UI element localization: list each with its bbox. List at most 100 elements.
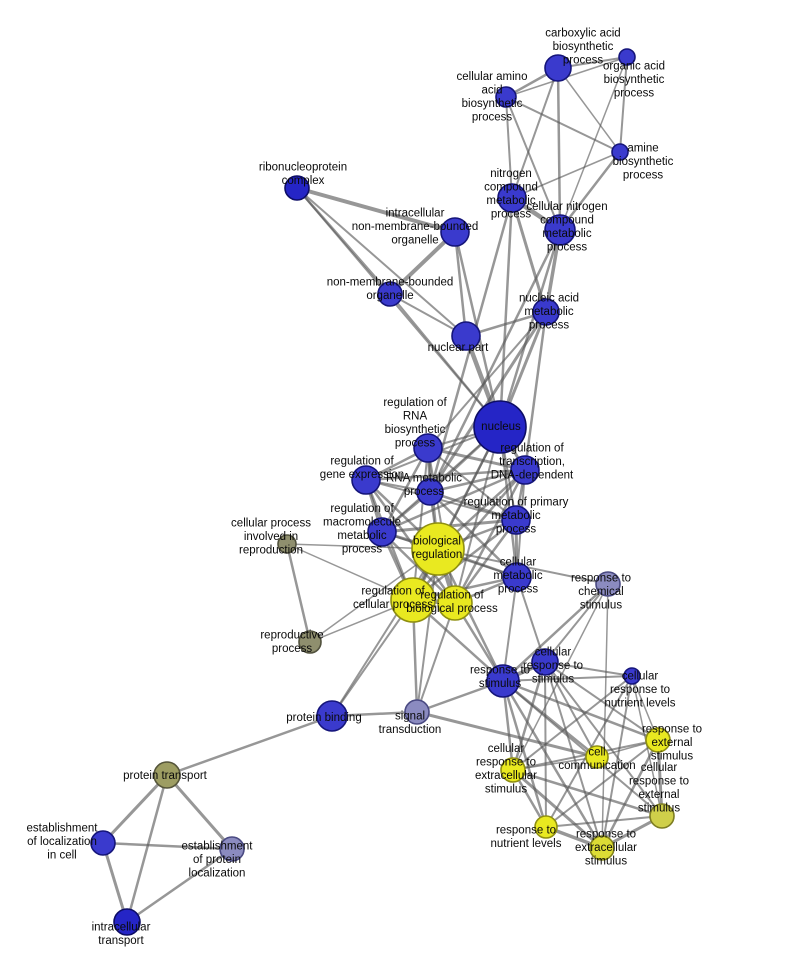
edge-amino-acid-biosynthesis--cellular-nitrogen-metab [505,96,561,231]
node-intracellular-transport[interactable] [113,908,141,936]
node-label-amine-biosynthesis: biosynthetic [613,156,674,168]
node-carboxylic-acid-biosynthesis[interactable] [544,54,572,82]
node-cellular-response-extracellular[interactable] [500,757,526,783]
node-cellular-nitrogen-metab[interactable] [544,214,576,246]
node-cell-process-reproduction[interactable] [277,534,297,554]
node-label-nitrogen-compound-metab: nitrogen [490,168,532,180]
node-label-reg-macromolecule-metab: process [342,543,383,555]
node-label-protein-transport: protein transport [123,770,208,782]
node-ribonucleoprotein-complex[interactable] [284,175,310,201]
node-nitrogen-compound-metab[interactable] [497,183,527,213]
node-label-response-stimulus: response to [470,664,530,676]
node-nmb-organelle[interactable] [377,281,403,307]
node-label-nitrogen-compound-metab: process [491,208,532,220]
node-label-ribonucleoprotein-complex: complex [282,175,325,187]
edge-biological-regulation--protein-binding [331,548,439,717]
node-label-establishment-localization-cell: of localization [27,836,97,848]
edge-reg-cellular-process--cell-process-reproduction [286,543,414,601]
node-reg-cellular-process[interactable] [390,577,436,623]
node-label-cellular-metab: cellular [500,557,537,569]
node-nucleus[interactable] [473,400,527,454]
node-organic-acid-biosynthesis[interactable] [618,48,636,66]
edge-nmb-organelle--nucleus [389,293,501,428]
node-label-intracellular-nmb-organelle: non-membrane-bounded [352,221,479,233]
node-response-external[interactable] [645,727,671,753]
edge-biological-regulation--signal-transduction [416,548,439,713]
node-reg-transcription[interactable] [510,455,540,485]
edge-response-external--response-extracellular [600,738,660,850]
edge-cellular-response-extracellular--response-extracellular [511,768,604,850]
node-reg-gene-expression[interactable] [351,465,381,495]
node-label-rna-metab: process [404,486,445,498]
node-label-establishment-localization-cell: in cell [47,850,76,862]
node-label-reg-rna-biosynthesis: process [395,437,436,449]
edge-carboxylic-acid-biosynthesis--amine-biosynthesis [557,67,621,153]
node-establishment-localization-cell[interactable] [90,830,116,856]
node-amine-biosynthesis[interactable] [611,143,629,161]
node-label-response-chemical: chemical [578,586,623,598]
node-cell-communication[interactable] [585,745,609,769]
node-biological-regulation[interactable] [411,522,465,576]
node-label-carboxylic-acid-biosynthesis: biosynthetic [553,41,614,53]
node-cellular-response-stimulus[interactable] [531,648,559,676]
node-label-organic-acid-biosynthesis: process [614,88,655,100]
node-label-nitrogen-compound-metab: compound [484,181,538,193]
node-label-establishment-protein-localization: localization [189,868,246,880]
node-label-cellular-response-external: cellular [641,762,678,774]
node-response-chemical[interactable] [595,571,621,597]
node-response-nutrient-levels[interactable] [534,815,558,839]
edge-response-stimulus--cellular-response-external [502,680,663,817]
edge-nitrogen-compound-metab--nucleus [498,196,514,429]
node-label-reproductive-process: process [272,643,313,655]
node-reg-macromolecule-metab[interactable] [367,517,397,547]
node-label-response-chemical: response to [571,573,631,585]
edge-response-external--response-nutrient-levels [545,739,659,828]
node-label-cellular-nitrogen-metab: cellular nitrogen [526,201,607,213]
node-cellular-metab[interactable] [502,562,532,592]
node-cellular-response-nutrient[interactable] [623,667,641,685]
node-label-cellular-response-nutrient: nutrient levels [605,698,676,710]
node-label-cellular-metab: process [498,584,539,596]
node-reg-rna-biosynthesis[interactable] [413,433,443,463]
node-label-amino-acid-biosynthesis: cellular amino [457,71,528,83]
edge-protein-binding--protein-transport [165,714,334,777]
edge-reg-rna-biosynthesis--reg-primary-metab [427,447,517,521]
node-response-stimulus[interactable] [486,664,520,698]
edge-cellular-response-stimulus--response-extracellular [544,661,603,849]
node-protein-binding[interactable] [316,700,348,732]
node-protein-transport[interactable] [153,761,181,789]
node-signal-transduction[interactable] [404,699,430,725]
node-nuclear-part[interactable] [451,321,481,351]
node-label-biological-regulation: biological [413,535,461,547]
node-label-reg-macromolecule-metab: macromolecule [323,516,401,528]
node-rna-metab[interactable] [416,478,444,506]
edge-cellular-metab--response-stimulus [502,576,518,682]
node-establishment-protein-localization[interactable] [219,836,245,862]
node-label-intracellular-nmb-organelle: intracellular [386,208,445,220]
node-intracellular-nmb-organelle[interactable] [440,217,470,247]
node-label-amino-acid-biosynthesis: process [472,111,513,123]
node-nucleic-acid-metab[interactable] [532,298,560,326]
edge-cellular-response-extracellular--cellular-response-external [511,768,664,818]
node-label-reg-primary-metab: metabolic [491,510,540,522]
node-label-reg-gene-expression: regulation of [330,455,394,467]
edge-ribonucleoprotein-complex--intracellular-nmb-organelle [295,186,457,234]
edge-nucleic-acid-metab--reg-rna-biosynthesis [427,311,547,449]
node-label-response-extracellular: stimulus [585,856,627,868]
node-label-cellular-nitrogen-metab: compound [540,214,594,226]
node-reg-biological-process[interactable] [437,585,473,621]
node-reproductive-process[interactable] [298,630,322,654]
node-label-organic-acid-biosynthesis: organic acid [603,61,665,73]
node-reg-primary-metab[interactable] [501,505,531,535]
edge-amino-acid-biosynthesis--nitrogen-compound-metab [505,96,513,199]
node-amino-acid-biosynthesis[interactable] [495,86,517,108]
node-response-extracellular[interactable] [589,835,615,861]
edge-reg-transcription--rna-metab [428,468,527,494]
edge-nucleic-acid-metab--rna-metab [428,310,548,494]
node-cellular-response-external[interactable] [649,803,675,829]
edge-cellular-response-stimulus--cellular-response-nutrient [544,661,633,677]
edge-reg-transcription--reg-gene-expression [364,468,527,482]
node-label-reg-primary-metab: process [496,524,537,536]
